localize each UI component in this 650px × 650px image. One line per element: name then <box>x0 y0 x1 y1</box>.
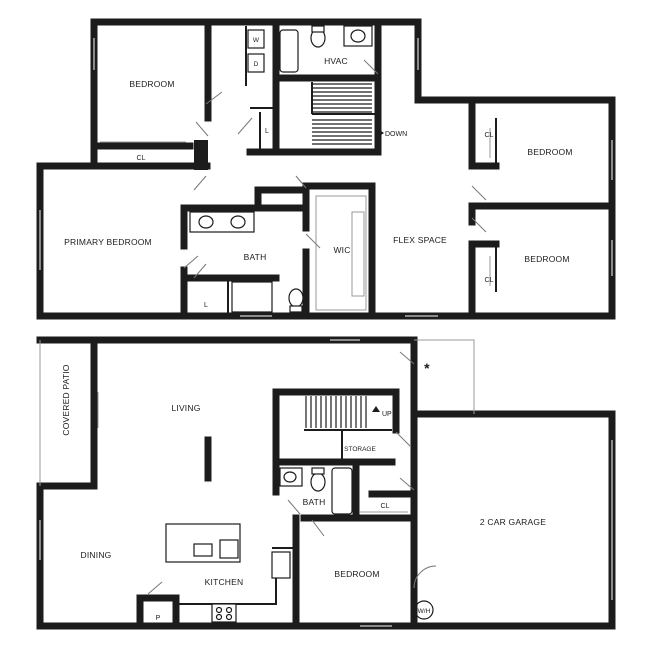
dishwasher-icon <box>219 539 239 559</box>
labels-upper: BEDROOM CL W D L HVAC DOWN CL BEDROOM PR… <box>64 37 572 309</box>
room-label-wic: WIC <box>333 245 350 255</box>
room-label-storage: STORAGE <box>344 446 376 453</box>
shower-icon <box>231 281 273 313</box>
lower-exterior-wall <box>36 336 616 630</box>
door-swing <box>395 431 411 447</box>
door-swing <box>147 581 163 595</box>
door-swing <box>399 477 415 491</box>
wic-shelving <box>315 195 367 311</box>
room-label-hvac: HVAC <box>272 203 296 213</box>
door-swing <box>183 255 199 269</box>
upper-floor <box>36 18 616 320</box>
door-swing <box>193 175 207 191</box>
door-swing <box>193 263 207 279</box>
room-label-hvac: HVAC <box>324 56 348 66</box>
entry-marker: * <box>424 360 430 376</box>
room-label-closet: CL <box>137 155 146 162</box>
room-label-linen: L <box>204 302 208 309</box>
room-label-closet: CL <box>485 132 494 139</box>
staircase-lower <box>305 396 367 428</box>
sink-icon <box>350 29 366 43</box>
room-label-water-heater: W/H <box>418 608 431 615</box>
burner <box>225 613 233 621</box>
washer-icon <box>247 29 265 49</box>
room-label-bedroom: BEDROOM <box>524 254 569 264</box>
room-label-primary-bedroom: PRIMARY BEDROOM <box>64 237 152 247</box>
door-swing <box>205 91 223 105</box>
room-label-closet: CL <box>381 503 390 510</box>
door-swing <box>237 117 253 135</box>
door-swing <box>311 519 325 537</box>
bathtub-icon <box>331 467 353 515</box>
staircase-upper <box>311 82 378 145</box>
room-label-washer: W <box>253 37 260 44</box>
burner <box>215 606 223 614</box>
water-heater-icon <box>414 600 434 620</box>
stair-arrow-down-icon <box>378 129 384 137</box>
toilet-icon <box>288 288 304 308</box>
lower-floor <box>36 336 616 630</box>
stair-label-down: DOWN <box>385 131 407 138</box>
room-label-closet: CL <box>485 277 494 284</box>
wall-column <box>194 140 208 170</box>
room-label-flex-space: FLEX SPACE <box>393 235 447 245</box>
wic-shelf <box>351 211 365 297</box>
door-swing <box>295 175 307 189</box>
room-label-dining: DINING <box>81 550 112 560</box>
burner <box>215 613 223 621</box>
room-label-pantry: P <box>156 615 161 622</box>
stair-arrow-up-icon <box>372 406 380 412</box>
room-label-kitchen: KITCHEN <box>205 577 244 587</box>
room-label-linen: L <box>265 128 269 135</box>
labels-lower: COVERED PATIO LIVING UP STORAGE BATH CL … <box>61 360 546 622</box>
toilet-tank-icon <box>311 467 325 475</box>
sink-icon <box>283 471 297 483</box>
room-label-bath: BATH <box>244 252 267 262</box>
dryer-icon <box>247 53 265 73</box>
door-swing <box>413 565 437 589</box>
door-swing <box>287 499 301 515</box>
porch-outline <box>414 339 475 414</box>
bathtub-icon <box>279 29 299 73</box>
room-label-garage: 2 CAR GARAGE <box>480 517 546 527</box>
door-swing <box>471 217 487 233</box>
door-swing <box>399 351 415 365</box>
room-label-bedroom: BEDROOM <box>527 147 572 157</box>
room-label-covered-patio: COVERED PATIO <box>61 364 71 435</box>
stair-label-up: UP <box>382 411 392 418</box>
room-label-bedroom: BEDROOM <box>334 569 379 579</box>
toilet-tank-icon <box>311 25 325 33</box>
room-label-bath: BATH <box>303 497 326 507</box>
sink-icon <box>230 215 246 229</box>
room-label-bedroom: BEDROOM <box>129 79 174 89</box>
door-swing <box>471 185 487 201</box>
sink-icon <box>198 215 214 229</box>
kitchen-sink-icon <box>193 543 213 557</box>
refrigerator-icon <box>271 551 291 579</box>
range-icon <box>211 603 237 623</box>
room-label-living: LIVING <box>171 403 200 413</box>
door-swing <box>195 121 209 137</box>
burner <box>225 606 233 614</box>
door-swing <box>305 233 321 249</box>
toilet-tank-icon <box>289 305 303 313</box>
toilet-icon <box>310 472 326 492</box>
room-label-dryer: D <box>254 61 259 68</box>
door-swing <box>363 59 379 75</box>
